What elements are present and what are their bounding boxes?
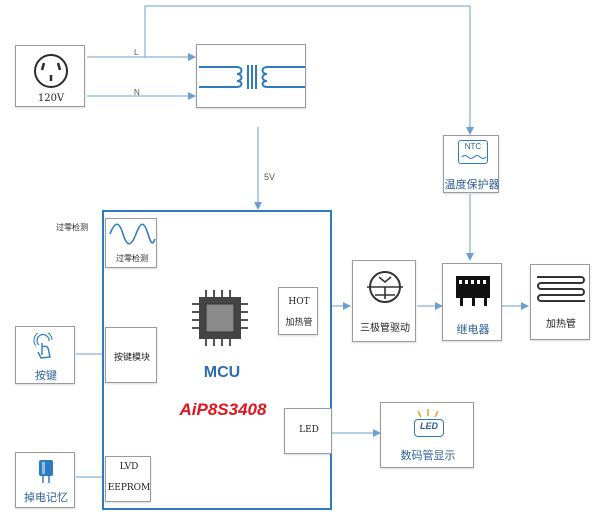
power-memory-label: 掉电记忆 bbox=[24, 491, 68, 504]
touch-key-icon bbox=[33, 333, 53, 359]
hot-label: HOT bbox=[288, 297, 310, 307]
zero-cross-inner-label: 过零检测 bbox=[116, 254, 148, 263]
ntc-label: 温度保护器 bbox=[444, 178, 500, 191]
line-l-label: L bbox=[134, 48, 139, 57]
mcu-part-number: AiP8S3408 bbox=[179, 400, 267, 419]
zero-cross-block: 过零检测 bbox=[105, 218, 157, 268]
chip-icon bbox=[192, 290, 248, 346]
key-module-label: 按键模块 bbox=[113, 353, 150, 363]
transformer-block bbox=[196, 44, 306, 108]
ntc-feed-wire bbox=[144, 5, 474, 135]
heater-block: 加热管 bbox=[530, 264, 590, 340]
led-display-block: LED 数码管显示 bbox=[380, 402, 474, 468]
led-port-block: LED bbox=[284, 408, 332, 454]
ntc-block: NTC 温度保护器 bbox=[443, 135, 500, 193]
relay-icon bbox=[456, 276, 490, 306]
sine-wave-icon bbox=[109, 223, 156, 245]
relay-label: 继电器 bbox=[456, 323, 490, 336]
hot-heater-label: 加热管 bbox=[285, 318, 313, 328]
line-n-label: N bbox=[134, 88, 140, 97]
led-display-label: 数码管显示 bbox=[400, 449, 456, 462]
supply-voltage-label: 5V bbox=[264, 172, 276, 182]
transformer-icon bbox=[199, 65, 305, 89]
key-module-block: 按键模块 bbox=[105, 327, 157, 383]
key-device-label: 按键 bbox=[35, 369, 57, 382]
triode-icon bbox=[367, 271, 403, 303]
eeprom-label: EEPROM bbox=[107, 483, 151, 493]
led-glow-icon bbox=[417, 409, 439, 418]
triode-label: 三极管驱动 bbox=[360, 323, 410, 334]
key-device-block[interactable]: 按键 bbox=[15, 326, 75, 384]
triode-driver-block: 三极管驱动 bbox=[352, 260, 416, 342]
outlet-block: 120V bbox=[15, 45, 85, 107]
zero-cross-outer-label: 过零检测 bbox=[56, 223, 88, 232]
lvd-label: LVD bbox=[119, 462, 139, 472]
relay-block: 继电器 bbox=[442, 263, 502, 341]
power-memory-block: 掉电记忆 bbox=[15, 452, 75, 508]
ntc-icon: NTC bbox=[458, 140, 488, 164]
heating-coil-icon bbox=[537, 276, 585, 302]
hot-port-block: HOT 加热管 bbox=[278, 287, 318, 335]
heater-label: 加热管 bbox=[546, 319, 576, 330]
mcu-title: MCU bbox=[203, 364, 241, 381]
lvd-eeprom-block: LVD EEPROM bbox=[105, 456, 151, 502]
ntc-badge: NTC bbox=[464, 142, 482, 151]
outlet-icon bbox=[34, 54, 68, 88]
capacitor-icon bbox=[39, 460, 53, 483]
outlet-label: 120V bbox=[37, 93, 65, 104]
led-badge: LED bbox=[420, 421, 438, 431]
led-port-label: LED bbox=[299, 425, 319, 435]
led-icon: LED bbox=[414, 419, 444, 437]
